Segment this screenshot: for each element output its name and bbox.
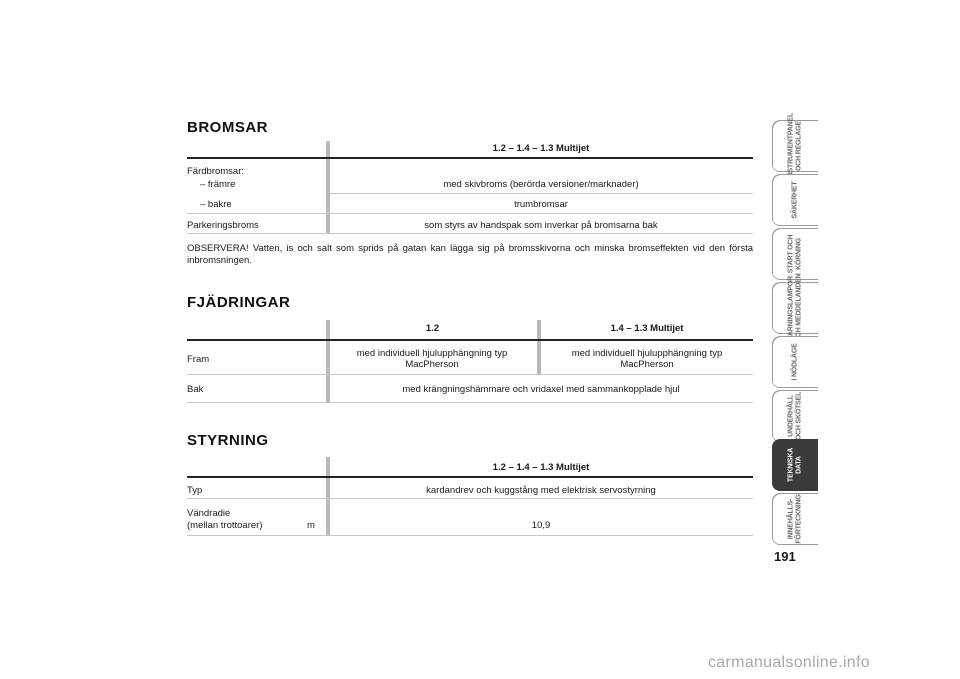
column-divider [537,320,541,374]
column-divider [326,320,330,403]
column-divider [326,141,330,233]
section-heading-styrning: STYRNING [187,432,269,449]
side-tab-varningslampor[interactable]: VARNINGSLAMPOR OCH MEDDELANDEN [772,274,818,342]
row-rule [330,193,753,194]
side-tab-label: TEKNISKA DATA [787,447,803,483]
row-value: trumbromsar [514,199,568,210]
row-rule [187,213,753,214]
side-tab-label: INNEHÅLLS- FÖRTECKNING [787,494,803,544]
row-rule [187,402,753,403]
page-number: 191 [774,549,796,564]
row-label: – bakre [200,199,232,210]
row-label: – främre [200,179,236,190]
column-header: 1.2 [425,323,440,334]
column-divider [326,457,330,536]
row-rule [187,498,753,499]
side-tab-start-och-korning[interactable]: START OCH KÖRNING [772,228,818,280]
row-label: (mellan trottoarer) [187,520,263,531]
row-label: Fram [187,354,210,365]
row-value: 10,9 [531,520,551,531]
row-value: kardandrev och kuggstång med elektrisk s… [426,485,656,496]
row-rule [187,374,753,375]
row-label: Färdbromsar: [187,166,245,177]
row-value: med krängningshämmare och vridaxel med s… [402,384,680,395]
header-rule [187,157,753,159]
row-label: Bak [187,384,204,395]
row-label: Parkeringsbroms [187,220,259,231]
column-header: 1.2 – 1.4 – 1.3 Multijet [492,462,590,473]
row-rule [187,535,753,536]
row-value: med individuell hjulupphängning typ MacP… [571,348,723,370]
header-rule [187,339,753,341]
row-value: med individuell hjulupphängning typ MacP… [356,348,508,370]
side-tab-sakerhet[interactable]: SÄKERHET [772,174,818,226]
section-heading-bromsar: BROMSAR [187,119,268,136]
side-tab-label: INSTRUMENTPANEL OCH REGLAGE [787,112,803,180]
side-tab-instrumentpanel[interactable]: INSTRUMENTPANEL OCH REGLAGE [772,113,818,179]
section-heading-fjadringar: FJÄDRINGAR [187,294,291,311]
side-tab-innehallsforteckning[interactable]: INNEHÅLLS- FÖRTECKNING [772,493,818,545]
column-header: 1.4 – 1.3 Multijet [610,323,684,334]
side-tab-underhall[interactable]: UNDERHÅLL OCH SKÖTSEL [772,390,818,442]
unit-label: m [307,520,315,531]
row-label: Vändradie [187,508,231,519]
side-tab-label: START OCH KÖRNING [787,234,803,274]
side-tab-label: SÄKERHET [791,181,799,219]
watermark: carmanualsonline.info [708,654,870,671]
side-tab-label: UNDERHÅLL OCH SKÖTSEL [787,391,803,441]
note-paragraph: OBSERVERA! Vatten, is och salt som sprid… [187,243,753,266]
side-tab-label: I NÖDLÄGE [791,343,799,381]
side-tab-i-nodlage[interactable]: I NÖDLÄGE [772,336,818,388]
row-label: Typ [187,485,203,496]
row-rule [187,233,753,234]
row-value: som styrs av handspak som inverkar på br… [424,220,658,231]
column-header: 1.2 – 1.4 – 1.3 Multijet [492,143,590,154]
side-tab-tekniska-data[interactable]: TEKNISKA DATA [772,439,818,491]
header-rule [187,476,753,478]
side-tab-label: VARNINGSLAMPOR OCH MEDDELANDEN [787,273,803,343]
row-value: med skivbroms (berörda versioner/marknad… [443,179,639,190]
